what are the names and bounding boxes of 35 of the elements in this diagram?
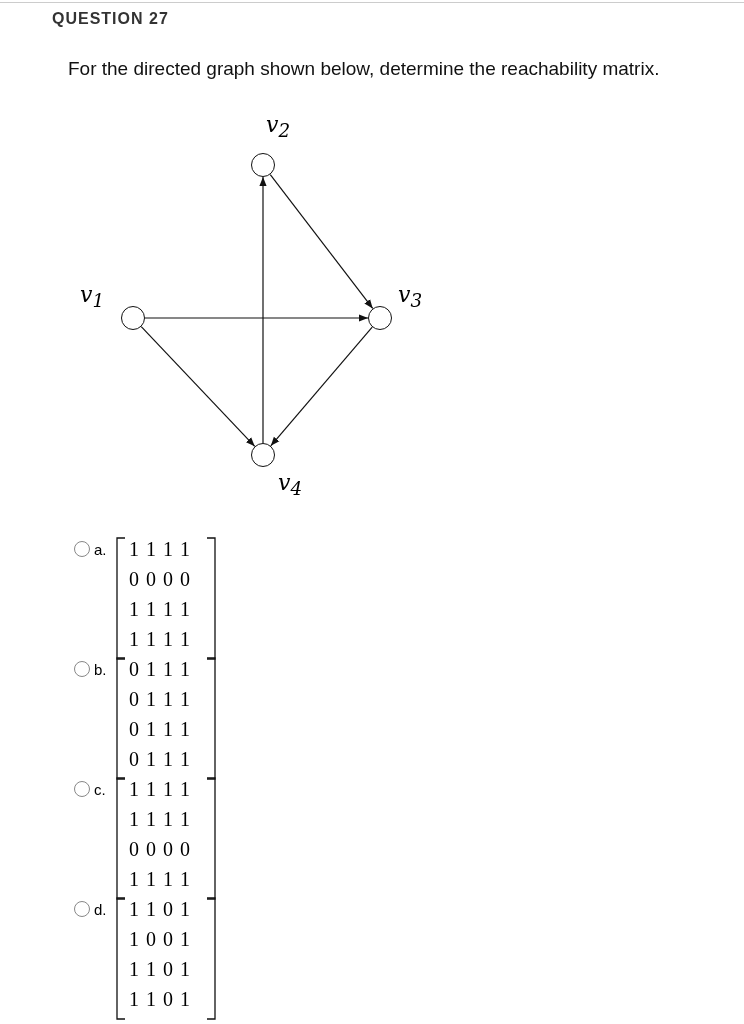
vertex-label: v$_{1}$ <box>80 282 105 312</box>
vertex-label: v$_{2}$ <box>266 112 291 142</box>
matrix-row: 1 1 1 1 <box>129 598 191 621</box>
matrix-row: 1 1 1 1 <box>129 778 191 801</box>
matrix-row: 0 1 1 1 <box>129 748 191 771</box>
matrix-row: 1 1 0 1 <box>129 958 191 981</box>
matrix-row: 1 1 1 1 <box>129 538 191 561</box>
arrow <box>140 326 256 447</box>
arrow <box>144 314 369 322</box>
matrix-row: 1 0 0 1 <box>129 928 191 951</box>
matrix-row: 0 1 1 1 <box>129 658 191 681</box>
graph-vertex <box>121 306 145 330</box>
option-letter: a. <box>94 541 107 558</box>
arrow <box>259 176 267 444</box>
matrix-row: 0 1 1 1 <box>129 688 191 711</box>
vertex-label: v$_{3}$ <box>398 282 423 312</box>
arrow <box>270 326 373 447</box>
matrix-row: 1 1 1 1 <box>129 808 191 831</box>
vertex-label: v$_{4}$ <box>278 470 303 500</box>
matrix-row: 1 1 0 1 <box>129 898 191 921</box>
matrix-row: 1 1 0 1 <box>129 988 191 1011</box>
matrix-row: 0 0 0 0 <box>129 838 191 861</box>
matrix-row: 0 0 0 0 <box>129 568 191 591</box>
option-letter: c. <box>94 781 106 798</box>
question-title: QUESTION 27 <box>52 10 169 28</box>
graph-vertex <box>251 443 275 467</box>
matrix-row: 1 1 1 1 <box>129 868 191 891</box>
graph-vertex <box>368 306 392 330</box>
matrix-row: 1 1 1 1 <box>129 628 191 651</box>
option-letter: b. <box>94 661 107 678</box>
arrow <box>269 173 374 310</box>
matrix-row: 0 1 1 1 <box>129 718 191 741</box>
option-letter: d. <box>94 901 107 918</box>
graph-vertex <box>251 153 275 177</box>
question-text: For the directed graph shown below, determine the reachability matrix. <box>68 58 660 80</box>
